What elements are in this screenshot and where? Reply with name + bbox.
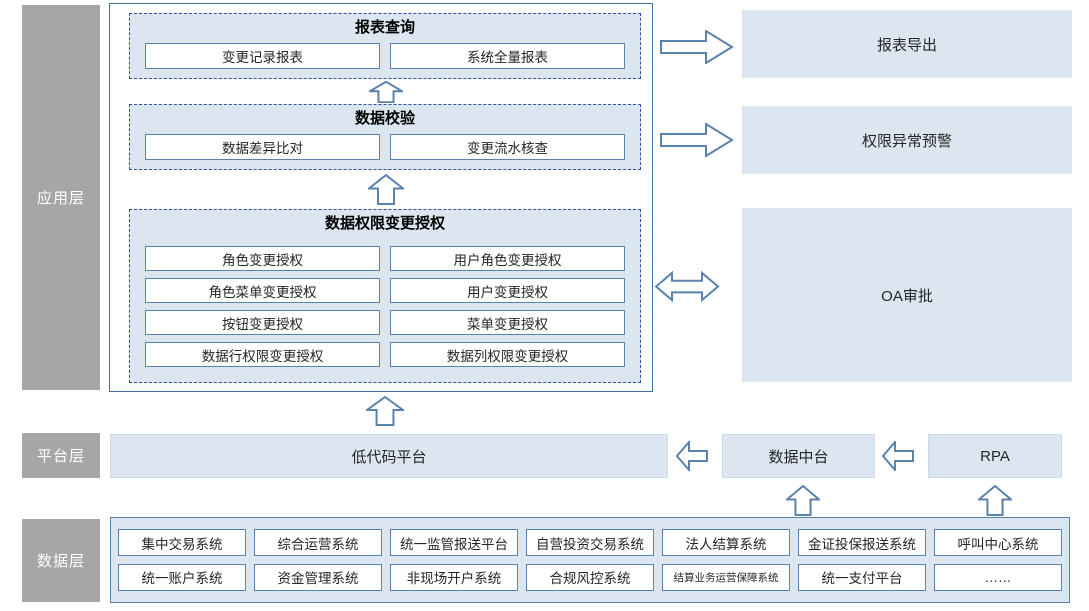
module-change-flow-check: 变更流水核查: [390, 134, 625, 160]
module-data-row-permission-auth: 数据行权限变更授权: [145, 342, 380, 367]
system-box: 统一账户系统: [118, 563, 246, 591]
module-change-record-report: 变更记录报表: [145, 43, 380, 69]
system-box: 统一监管报送平台: [390, 529, 518, 557]
section-title-report-query: 报表查询: [354, 19, 415, 36]
data-layer-container: 集中交易系统 综合运营系统 统一监管报送平台 自营投资交易系统 法人结算系统 金…: [110, 517, 1070, 603]
module-user-role-change-auth: 用户角色变更授权: [390, 246, 625, 271]
low-code-platform-box: 低代码平台: [110, 434, 668, 478]
oa-approval-box: OA审批: [742, 208, 1072, 382]
system-box: 自营投资交易系统: [526, 529, 654, 557]
up-arrow-icon: [368, 174, 404, 205]
data-middle-platform-box: 数据中台: [722, 434, 875, 478]
module-data-diff-compare: 数据差异比对: [145, 134, 380, 160]
section-report-query: 报表查询 变更记录报表 系统全量报表: [129, 13, 641, 79]
left-arrow-icon: [882, 441, 914, 471]
application-layer-container: 报表查询 变更记录报表 系统全量报表 数据校验 数据差异比对 变更流水核查 数据…: [109, 3, 653, 392]
rpa-box: RPA: [928, 434, 1062, 478]
system-box: 合规风控系统: [526, 563, 654, 591]
system-box: 金证投保报送系统: [798, 529, 926, 557]
system-box: 呼叫中心系统: [934, 529, 1062, 557]
section-title-permission-change-auth: 数据权限变更授权: [324, 215, 445, 232]
module-user-change-auth: 用户变更授权: [390, 278, 625, 303]
data-systems-row-1: 集中交易系统 综合运营系统 统一监管报送平台 自营投资交易系统 法人结算系统 金…: [118, 529, 1062, 557]
system-box: 法人结算系统: [662, 529, 790, 557]
section-data-validation: 数据校验 数据差异比对 变更流水核查: [129, 104, 641, 170]
module-button-change-auth: 按钮变更授权: [145, 310, 380, 335]
module-data-col-permission-auth: 数据列权限变更授权: [390, 342, 625, 367]
up-arrow-icon: [366, 396, 404, 426]
layer-label-platform: 平台层: [22, 433, 100, 478]
system-box: 统一支付平台: [798, 563, 926, 591]
system-box: 资金管理系统: [254, 563, 382, 591]
data-systems-row-2: 统一账户系统 资金管理系统 非现场开户系统 合规风控系统 结算业务运营保障系统 …: [118, 563, 1062, 591]
section-title-data-validation: 数据校验: [354, 110, 415, 127]
system-box: ……: [934, 563, 1062, 591]
left-arrow-icon: [676, 441, 708, 471]
section-permission-change-auth: 数据权限变更授权 角色变更授权 用户角色变更授权 角色菜单变更授权 用户变更授权…: [129, 209, 641, 383]
system-box: 非现场开户系统: [390, 563, 518, 591]
layer-label-application: 应用层: [22, 5, 100, 390]
up-arrow-icon: [786, 485, 820, 516]
module-menu-change-auth: 菜单变更授权: [390, 310, 625, 335]
module-system-full-report: 系统全量报表: [390, 43, 625, 69]
up-arrow-icon: [369, 81, 403, 103]
layer-label-data: 数据层: [22, 519, 100, 602]
double-arrow-icon: [654, 271, 720, 302]
permission-alert-box: 权限异常预警: [742, 106, 1072, 174]
system-box: 综合运营系统: [254, 529, 382, 557]
report-export-box: 报表导出: [742, 10, 1072, 78]
right-arrow-icon: [660, 30, 734, 64]
module-role-change-auth: 角色变更授权: [145, 246, 380, 271]
up-arrow-icon: [978, 485, 1012, 516]
right-arrow-icon: [660, 123, 734, 157]
system-box: 结算业务运营保障系统: [662, 563, 790, 591]
module-role-menu-change-auth: 角色菜单变更授权: [145, 278, 380, 303]
system-box: 集中交易系统: [118, 529, 246, 557]
